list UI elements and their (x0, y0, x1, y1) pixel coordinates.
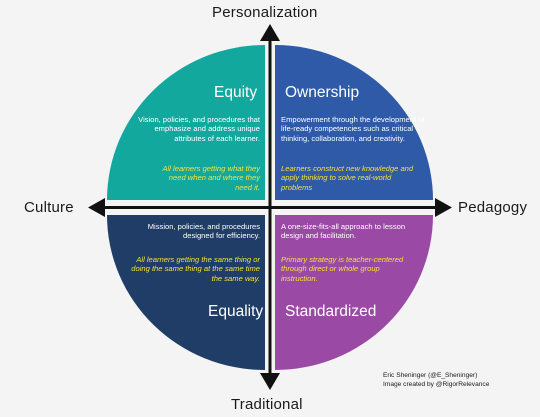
ownership-title: Ownership (285, 84, 360, 101)
quadrant-standardized-shape (275, 215, 433, 370)
arrow-left-icon (88, 198, 105, 217)
equity-title: Equity (214, 84, 258, 101)
arrow-right-icon (435, 198, 452, 217)
axis-label-top: Personalization (212, 4, 318, 21)
arrow-down-icon (260, 373, 280, 390)
standardized-note: Primary strategy is teacher-centered thr… (281, 255, 404, 283)
credits: Eric Sheninger (@E_Sheninger) Image crea… (383, 371, 489, 389)
quadrant-equality-shape (107, 215, 265, 370)
standardized-title: Standardized (285, 303, 377, 320)
equality-note: All learners getting the same thing or d… (131, 255, 260, 283)
arrow-up-icon (260, 24, 280, 41)
ownership-description: Empowerment through the development of l… (281, 115, 425, 143)
equity-description: Vision, policies, and procedures that em… (138, 115, 260, 143)
ownership-note: Learners construct new knowledge and app… (281, 164, 414, 192)
equity-note: All learners getting what they need when… (162, 164, 260, 192)
standardized-description: A one-size-fits-all approach to lesson d… (281, 222, 406, 241)
quadrant-ownership-shape (275, 45, 433, 200)
axis-label-left: Culture (24, 199, 74, 216)
quadrant-equity-shape (107, 45, 265, 200)
axis-label-bottom: Traditional (231, 396, 303, 413)
equality-description: Mission, policies, and procedures design… (147, 222, 260, 241)
equality-title: Equality (208, 303, 264, 320)
credits-author: Eric Sheninger (@E_Sheninger) (383, 372, 478, 379)
credits-creator: Image created by @RigorRelevance (383, 381, 490, 388)
axis-label-right: Pedagogy (458, 199, 528, 216)
